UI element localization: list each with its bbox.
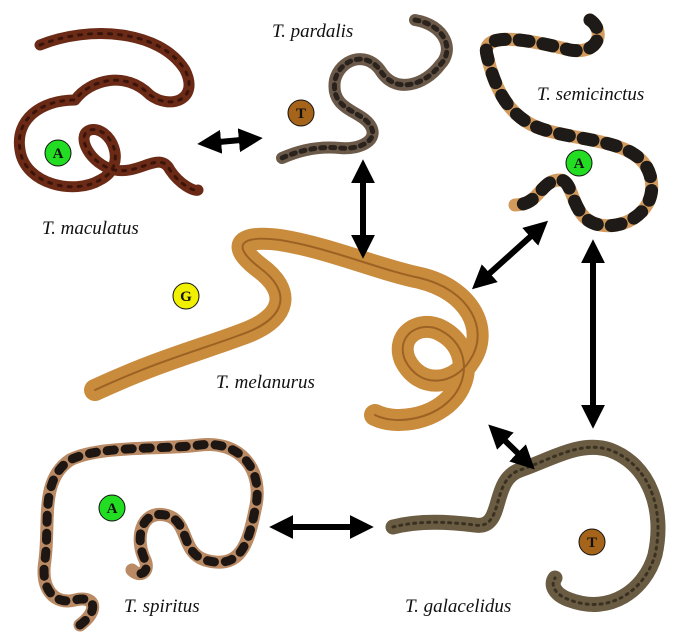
badge-maculatus-letter: A [53,146,64,162]
badge-galacelidus-letter: T [587,535,597,551]
species-semicinctus: A T. semicinctus [486,20,651,226]
badge-spiritus-letter: A [107,501,118,517]
badge-galacelidus: T [579,529,605,555]
snake-galacelidus-body [393,447,658,604]
arrow-melanurus-galacelidus [496,432,527,462]
label-pardalis: T. pardalis [272,21,353,42]
badge-semicinctus: A [566,150,592,176]
label-galacelidus: T. galacelidus [405,596,511,617]
species-maculatus: A T. maculatus [19,34,198,239]
species-melanurus: G T. melanurus [95,239,478,420]
snake-galacelidus-photo [393,447,658,604]
label-maculatus: T. maculatus [42,218,139,239]
label-melanurus: T. melanurus [216,372,315,393]
snake-semicinctus-photo [486,20,651,226]
label-spiritus: T. spiritus [124,596,200,617]
species-spiritus: A T. spiritus [44,444,257,625]
snake-maculatus-photo [19,34,198,191]
badge-maculatus: A [45,140,71,166]
arrow-melanurus-semicinctus [480,228,540,282]
badge-pardalis-letter: T [296,106,306,122]
badge-melanurus: G [173,283,199,309]
badge-semicinctus-letter: A [574,156,585,172]
badge-spiritus: A [99,495,125,521]
snake-maculatus-body [19,34,198,191]
arrow-maculatus-pardalis [208,139,252,143]
species-pardalis: T T. pardalis [272,20,447,158]
species-galacelidus: T T. galacelidus [393,447,658,617]
badge-pardalis: T [288,100,314,126]
label-semicinctus: T. semicinctus [537,84,644,105]
badge-melanurus-letter: G [180,289,192,305]
